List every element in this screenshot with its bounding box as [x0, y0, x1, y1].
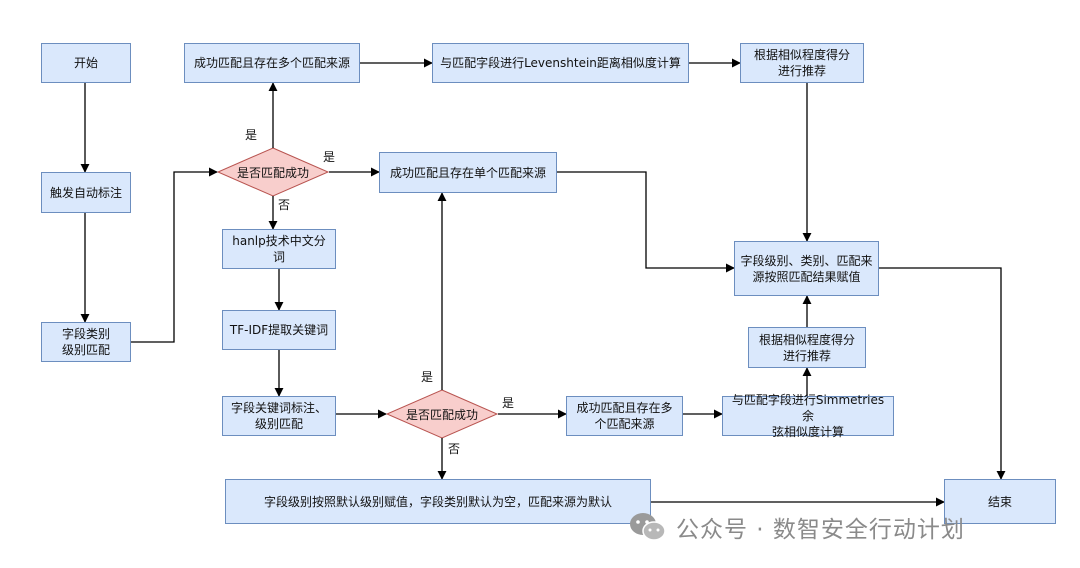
node-start: 开始 — [41, 43, 131, 83]
node-assign: 字段级别、类别、匹配来 源按照匹配结果赋值 — [734, 241, 879, 296]
edge-label-no-down-2: 否 — [448, 442, 461, 456]
node-trigger: 触发自动标注 — [41, 172, 131, 213]
edge-label-yes-right-1: 是 — [323, 150, 336, 164]
decision-2-label: 是否匹配成功 — [405, 407, 478, 422]
watermark: 公众号 · 数智安全行动计划 — [628, 510, 965, 544]
node-hanlp: hanlp技术中文分词 — [222, 229, 336, 269]
node-tfidf: TF-IDF提取关键词 — [222, 310, 336, 350]
watermark-text: 公众号 · 数智安全行动计划 — [676, 517, 965, 543]
node-end: 结束 — [944, 479, 1056, 524]
node-single-source: 成功匹配且存在单个匹配来源 — [379, 152, 557, 193]
node-keyword-label: 字段关键词标注、 级别匹配 — [222, 396, 336, 436]
edge-label-no-down-1: 否 — [278, 198, 291, 212]
node-type-level-match: 字段类别 级别匹配 — [41, 322, 131, 362]
node-recommend-mid: 根据相似程度得分 进行推荐 — [748, 327, 866, 368]
node-default: 字段级别按照默认级别赋值，字段类别默认为空，匹配来源为默认 — [225, 479, 651, 524]
node-multi-source-top: 成功匹配且存在多个匹配来源 — [184, 43, 360, 83]
edge-match-decision1 — [130, 167, 218, 343]
node-recommend-top: 根据相似程度得分 进行推荐 — [740, 43, 864, 83]
node-levenshtein: 与匹配字段进行Levenshtein距离相似度计算 — [432, 43, 689, 83]
edge-label-yes-up-2: 是 — [421, 370, 434, 384]
edge-label-yes-up-1: 是 — [245, 128, 258, 142]
edge-single-assign — [557, 171, 735, 273]
edge-assign-end — [879, 267, 1006, 480]
edge-label-yes-right-2: 是 — [502, 396, 515, 410]
decision-1-label: 是否匹配成功 — [236, 165, 309, 180]
node-simmetries: 与匹配字段进行Simmetries余 弦相似度计算 — [722, 393, 894, 439]
wechat-icon — [630, 513, 666, 541]
node-multi-source-bottom: 成功匹配且存在多 个匹配来源 — [566, 396, 683, 436]
